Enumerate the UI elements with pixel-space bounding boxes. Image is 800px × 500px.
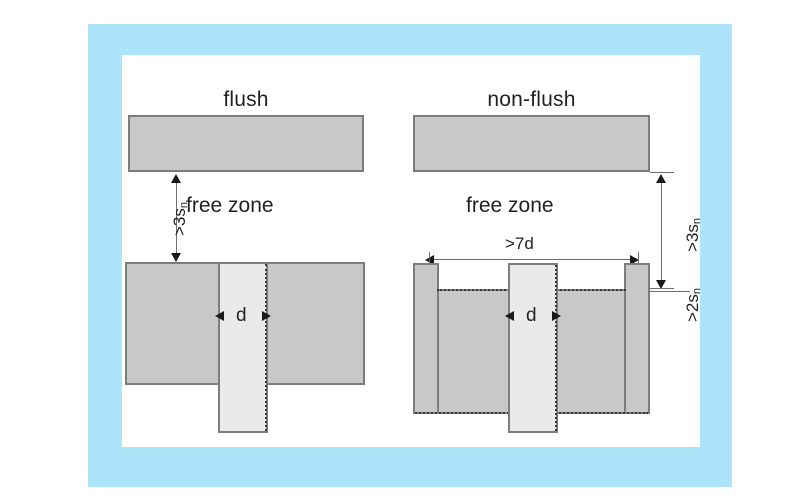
non-flush-width-dimension-line	[430, 259, 638, 260]
flush-sensor-body	[218, 262, 268, 433]
non-flush-width-ext-left	[429, 252, 430, 264]
non-flush-width-arrow-right-icon	[630, 255, 639, 265]
non-flush-pocket-floor-left	[437, 289, 513, 291]
flush-dimension-arrow-down-icon	[171, 253, 181, 262]
flush-free-zone-label: free zone	[186, 194, 274, 217]
non-flush-width-dimension-text: >7d	[505, 234, 534, 253]
flush-dimension-arrow-up-icon	[171, 174, 181, 183]
flush-mounting-body-right	[266, 262, 365, 385]
non-flush-pocket-floor-right	[556, 289, 626, 291]
non-flush-dim-tick-middle	[650, 288, 674, 289]
flush-diameter-arrow-left-icon	[215, 311, 224, 321]
non-flush-dimension-arrow-up-icon	[656, 174, 666, 183]
non-flush-mounting-wall-left	[413, 263, 439, 414]
panel-flush-title: flush	[223, 88, 269, 111]
non-flush-free-zone-dimension-line	[661, 176, 662, 287]
non-flush-dimension-arrow-down-icon	[656, 280, 666, 289]
non-flush-body-bottom-left	[415, 412, 513, 414]
non-flush-mounting-body-left	[437, 289, 512, 414]
non-flush-recess-dimension-text: >2sn	[683, 287, 703, 322]
non-flush-dim-tick-recess	[650, 291, 690, 292]
non-flush-sensor-hidden-edge	[555, 265, 557, 431]
non-flush-free-zone-dimension-text: >3sn	[683, 217, 703, 252]
non-flush-dim-tick-top	[650, 172, 674, 173]
flush-free-zone-dimension-text: >3sn	[170, 201, 190, 236]
flush-sensor-hidden-edge	[265, 264, 267, 431]
non-flush-width-ext-right	[638, 252, 639, 264]
non-flush-free-zone-label: free zone	[466, 194, 554, 217]
non-flush-body-bottom-right	[556, 412, 648, 414]
non-flush-diameter-arrow-left-icon	[505, 311, 514, 321]
non-flush-diameter-label: d	[526, 305, 537, 326]
flush-target-block	[128, 115, 364, 172]
non-flush-sensor-body	[508, 263, 558, 433]
flush-diameter-label: d	[236, 305, 247, 326]
non-flush-diameter-arrow-right-icon	[552, 311, 561, 321]
flush-free-zone-dimension-line	[176, 176, 177, 260]
non-flush-target-block	[413, 115, 650, 172]
panel-non-flush-title: non-flush	[487, 88, 576, 111]
flush-diameter-arrow-right-icon	[262, 311, 271, 321]
non-flush-mounting-wall-right	[624, 263, 650, 414]
non-flush-mounting-body-right	[556, 289, 626, 414]
flush-mounting-body-left	[125, 262, 220, 385]
